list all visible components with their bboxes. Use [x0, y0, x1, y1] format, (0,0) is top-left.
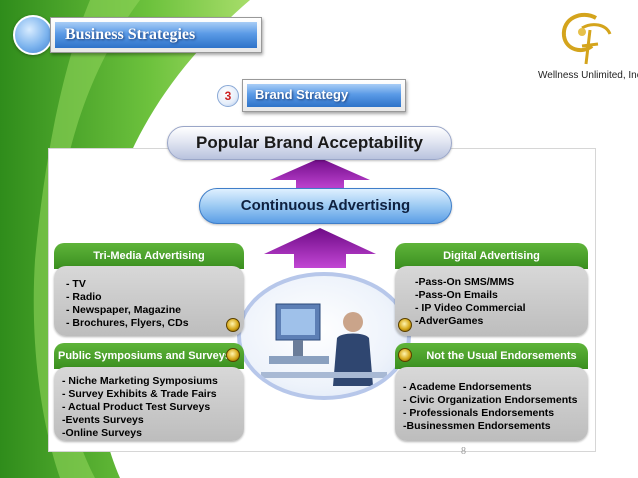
company-logo-icon: [561, 12, 612, 65]
connector-dot-icon: [226, 348, 240, 362]
list-item: - Newspaper, Magazine: [66, 304, 181, 316]
panel-body-digital: -Pass-On SMS/MMS -Pass-On Emails - IP Vi…: [395, 266, 588, 336]
list-item: -Pass-On Emails: [415, 289, 498, 301]
list-item: -Events Surveys: [62, 414, 144, 426]
list-item: - Professionals Endorsements: [403, 407, 555, 419]
list-item: - Radio: [66, 291, 102, 303]
list-item: -AdverGames: [415, 315, 484, 327]
list-item: - Academe Endorsements: [403, 381, 532, 393]
title-banner: Business Strategies: [50, 17, 262, 53]
list-item: - Brochures, Flyers, CDs: [66, 317, 189, 329]
company-name: Wellness Unlimited, Inc.: [538, 70, 638, 81]
panel-body-symposiums: - Niche Marketing Symposiums - Survey Ex…: [54, 367, 244, 441]
panel-body-tri-media: - TV - Radio - Newspaper, Magazine - Bro…: [54, 266, 244, 336]
panel-header-digital: Digital Advertising: [395, 243, 588, 269]
list-item: -Pass-On SMS/MMS: [415, 276, 515, 288]
panel-body-endorsements: - Academe Endorsements - Civic Organizat…: [395, 367, 588, 441]
list-item: - Civic Organization Endorsements: [403, 394, 578, 406]
up-arrow-bottom: [264, 228, 376, 268]
panel-header-endorsements: Not the Usual Endorsements: [395, 343, 588, 369]
goal-pill: Popular Brand Acceptability: [167, 126, 452, 160]
list-item: -Online Surveys: [62, 427, 142, 439]
computer-user-icon: [261, 303, 387, 386]
list-item: - Actual Product Test Surveys: [62, 401, 211, 413]
list-item: - TV: [66, 278, 86, 290]
list-item: -Businessmen Endorsements: [403, 420, 551, 432]
page-title: Business Strategies: [65, 26, 196, 43]
up-arrow-top: [270, 158, 370, 190]
section-banner: Brand Strategy: [242, 79, 406, 112]
page-number: 8: [461, 446, 466, 457]
section-number-badge: 3: [217, 85, 239, 107]
list-item: - Survey Exhibits & Trade Fairs: [62, 388, 217, 400]
driver-pill: Continuous Advertising: [199, 188, 452, 224]
center-illustration: [237, 272, 411, 400]
list-item: - Niche Marketing Symposiums: [62, 375, 218, 387]
title-orb: [13, 15, 53, 55]
connector-dot-icon: [398, 348, 412, 362]
connector-dot-icon: [398, 318, 412, 332]
section-label: Brand Strategy: [255, 87, 349, 102]
list-item: - IP Video Commercial: [415, 302, 526, 314]
panel-header-tri-media: Tri-Media Advertising: [54, 243, 244, 269]
panel-header-symposiums: Public Symposiums and Surveys: [54, 343, 244, 369]
connector-dot-icon: [226, 318, 240, 332]
